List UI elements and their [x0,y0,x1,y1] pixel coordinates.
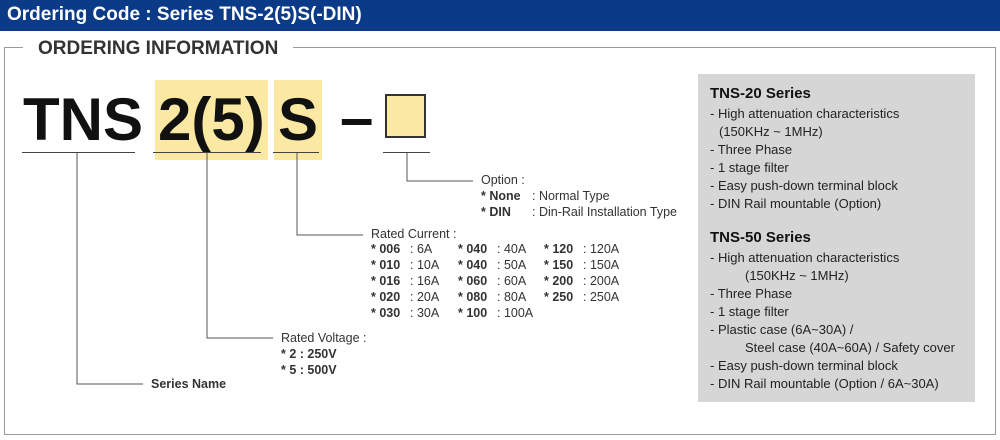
ordering-frame [4,47,996,435]
voltage-option-2: * 2 : 250V [281,347,337,361]
option-label: Option : [481,173,525,187]
voltage-option-5: * 5 : 500V [281,363,337,377]
current-code: * 250 [544,290,574,304]
current-value: : 6A [410,242,433,256]
option-din-code: * DIN [481,205,511,219]
current-value: : 200A [583,274,620,288]
current-value: : 60A [497,274,527,288]
option-none-code: * None [481,189,521,203]
current-value: : 120A [583,242,620,256]
tns20-line: - DIN Rail mountable (Option) [710,196,882,211]
current-value: : 250A [583,290,620,304]
tns50-line: - Three Phase [710,286,793,301]
tns50-title: TNS-50 Series [710,229,811,246]
connector-option [406,153,473,182]
tns20-line: (150KHz ~ 1MHz) [719,124,823,139]
underline-option [383,152,430,153]
tns20-line: - Easy push-down terminal block [710,178,898,193]
current-value: : 30A [410,306,440,320]
code-current: S [274,80,323,160]
tns50-line: - DIN Rail mountable (Option / 6A~30A) [710,376,939,391]
current-code: * 040 [458,258,488,272]
tns50-line: - High attenuation characteristics [710,250,900,265]
current-code: * 200 [544,274,574,288]
current-code: * 040 [458,242,488,256]
connector-voltage [206,153,273,339]
tns50-line: - Easy push-down terminal block [710,358,898,373]
series-name-label: Series Name [151,377,227,391]
code-series: TNS [23,86,143,153]
current-code: * 016 [371,274,401,288]
header-bar: Ordering Code : Series TNS-2(5)S(-DIN) [0,0,1000,31]
tns20-line: - High attenuation characteristics [710,106,900,121]
current-code: * 060 [458,274,488,288]
header-title: Ordering Code : Series TNS-2(5)S(-DIN) [7,4,362,25]
current-value: : 10A [410,258,440,272]
connector-current [296,153,363,236]
series-info-panel [698,74,975,402]
option-none-desc: : Normal Type [532,189,610,203]
underline-current [273,152,319,153]
tns20-line: - 1 stage filter [710,160,789,175]
current-label: Rated Current : [371,227,457,241]
current-value: : 100A [497,306,534,320]
voltage-label: Rated Voltage : [281,331,367,345]
current-value: : 50A [497,258,527,272]
current-value: : 80A [497,290,527,304]
code-option-box [385,94,426,138]
tns50-line: - 1 stage filter [710,304,789,319]
tns20-title: TNS-20 Series [710,85,811,102]
current-code: * 030 [371,306,401,320]
current-code: * 010 [371,258,401,272]
current-code: * 120 [544,242,574,256]
current-value: : 150A [583,258,620,272]
code-voltage: 2(5) [155,80,268,160]
current-code: * 020 [371,290,401,304]
current-code: * 080 [458,290,488,304]
underline-series [22,152,135,153]
current-code: * 006 [371,242,401,256]
current-value: : 16A [410,274,440,288]
tns50-line: - Plastic case (6A~30A) / [710,322,854,337]
current-code: * 100 [458,306,488,320]
option-din-desc: : Din-Rail Installation Type [532,205,677,219]
current-value: : 20A [410,290,440,304]
underline-voltage [153,152,261,153]
current-value: : 40A [497,242,527,256]
current-code: * 150 [544,258,574,272]
section-title: ORDERING INFORMATION [23,38,294,60]
code-dash: – [340,84,374,151]
tns50-line: (150KHz ~ 1MHz) [745,268,849,283]
tns20-line: - Three Phase [710,142,793,157]
connector-series [76,153,143,385]
tns50-line: Steel case (40A~60A) / Safety cover [745,340,955,355]
